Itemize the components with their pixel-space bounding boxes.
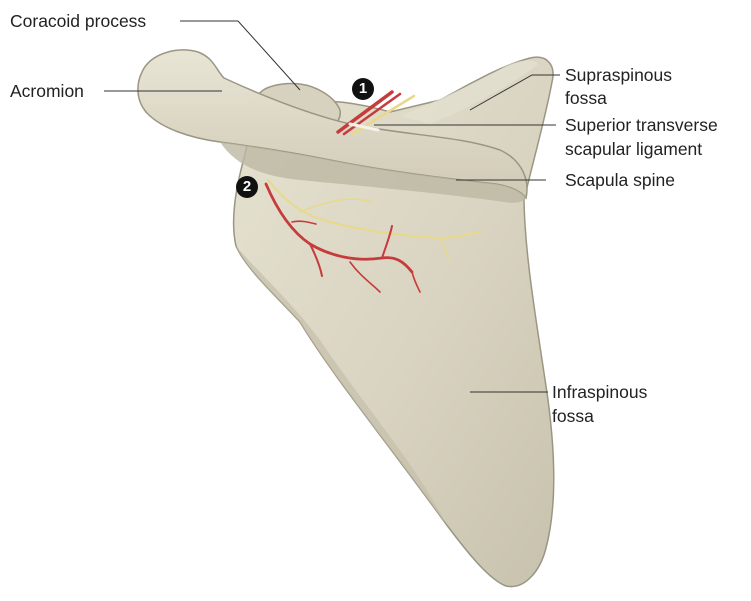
label-infraspinous-line2: fossa	[552, 405, 594, 427]
label-supraspinous-line2: fossa	[565, 87, 607, 109]
label-superior-transverse-line1: Superior transverse	[565, 114, 718, 136]
label-supraspinous-line1: Supraspinous	[565, 64, 672, 86]
label-scapula-spine: Scapula spine	[565, 169, 675, 191]
marker-2-badge: 2	[236, 176, 258, 198]
label-coracoid-process: Coracoid process	[10, 10, 146, 32]
label-acromion: Acromion	[10, 80, 84, 102]
marker-1-badge: 1	[352, 78, 374, 100]
label-superior-transverse-line2: scapular ligament	[565, 138, 702, 160]
label-infraspinous-line1: Infraspinous	[552, 381, 647, 403]
